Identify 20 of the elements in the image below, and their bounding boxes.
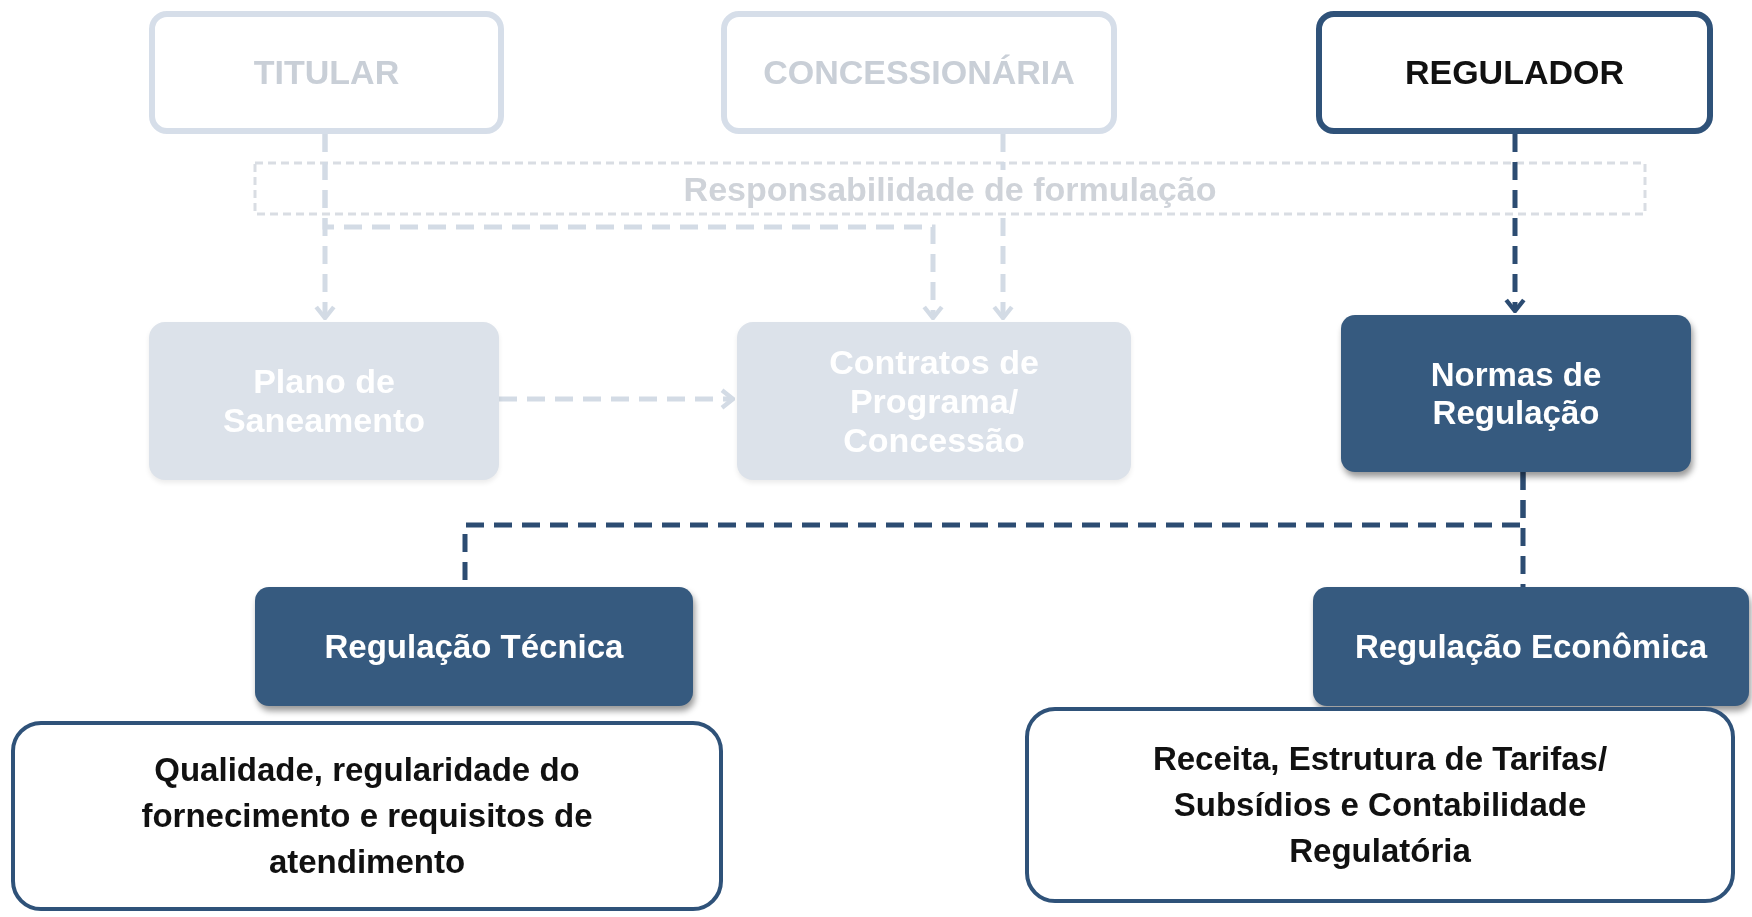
process-box	[255, 587, 693, 706]
process-box	[1341, 315, 1691, 472]
node-label: Qualidade, regularidade do fornecimento e requisitos de atendimento	[140, 749, 594, 883]
node-label: Regulação Econômica	[1354, 627, 1708, 666]
arrow	[322, 134, 944, 321]
node-label: Receita, Estrutura de Tarifas/ Subsídios e Contabilidade Regulatória	[1151, 738, 1609, 872]
entity-box	[149, 11, 504, 134]
process-box	[1313, 587, 1749, 706]
process-box	[149, 322, 499, 480]
arrow	[499, 388, 736, 410]
connector-line	[1520, 472, 1526, 587]
node-label: Regulação Técnica	[324, 627, 624, 666]
description-box	[1025, 707, 1735, 903]
entity-box	[721, 11, 1117, 134]
entity-box	[1316, 11, 1713, 134]
process-box	[737, 322, 1131, 480]
arrow	[1504, 134, 1526, 314]
node-label: REGULADOR	[1404, 53, 1625, 92]
description-box	[11, 721, 723, 911]
node-label: Normas de Regulação	[1429, 355, 1603, 432]
